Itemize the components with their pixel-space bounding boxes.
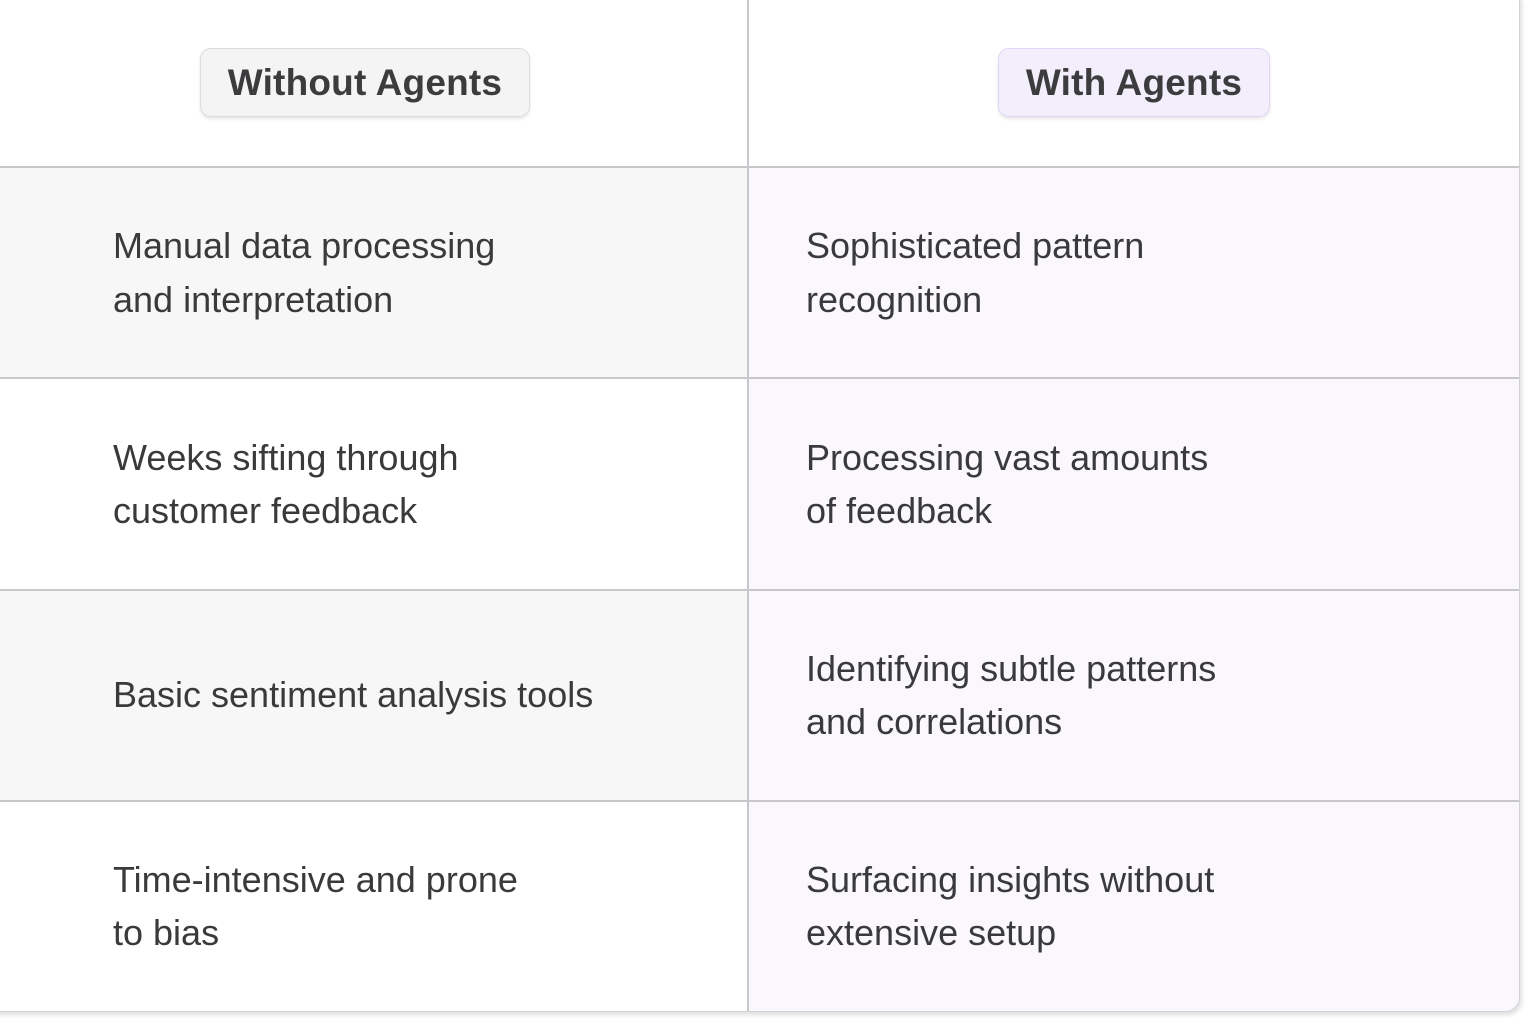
table-header-cell-with-agents: With Agents xyxy=(749,0,1519,166)
cell-text: Weeks sifting through customer feedback xyxy=(113,436,459,531)
column-header-pill-without-agents: Without Agents xyxy=(199,48,531,117)
table-cell-without-agents: Time-intensive and prone to bias xyxy=(0,801,749,1011)
table-header-cell-without-agents: Without Agents xyxy=(0,0,749,166)
table-cell-with-agents: Processing vast amounts of feedback xyxy=(749,379,1519,589)
table-row: Manual data processing and interpretatio… xyxy=(0,168,1519,380)
table-cell-with-agents: Identifying subtle patterns and correlat… xyxy=(749,590,1519,800)
cell-text: Manual data processing and interpretatio… xyxy=(113,225,496,320)
table-cell-with-agents: Surfacing insights without extensive set… xyxy=(749,801,1519,1011)
comparison-table-card: Without Agents With Agents Manual data p… xyxy=(0,0,1520,1012)
cell-text: Surfacing insights without extensive set… xyxy=(806,859,1215,954)
table-cell-without-agents: Manual data processing and interpretatio… xyxy=(0,168,749,378)
table-row: Basic sentiment analysis tools Identifyi… xyxy=(0,590,1519,802)
cell-text: Basic sentiment analysis tools xyxy=(113,674,594,716)
table-cell-with-agents: Sophisticated pattern recognition xyxy=(749,168,1519,378)
table-cell-without-agents: Weeks sifting through customer feedback xyxy=(0,379,749,589)
cell-text: Identifying subtle patterns and correlat… xyxy=(806,647,1217,743)
table-row: Weeks sifting through customer feedback … xyxy=(0,379,1519,591)
table-body: Manual data processing and interpretatio… xyxy=(0,168,1519,1011)
table-row: Time-intensive and prone to bias Surfaci… xyxy=(0,801,1519,1011)
table-header-row: Without Agents With Agents xyxy=(0,0,1519,168)
table-cell-without-agents: Basic sentiment analysis tools xyxy=(0,590,749,800)
cell-text: Processing vast amounts of feedback xyxy=(806,436,1209,531)
cell-text: Time-intensive and prone to bias xyxy=(113,859,518,954)
cell-text: Sophisticated pattern recognition xyxy=(806,225,1145,320)
column-header-pill-with-agents: With Agents xyxy=(997,48,1271,117)
